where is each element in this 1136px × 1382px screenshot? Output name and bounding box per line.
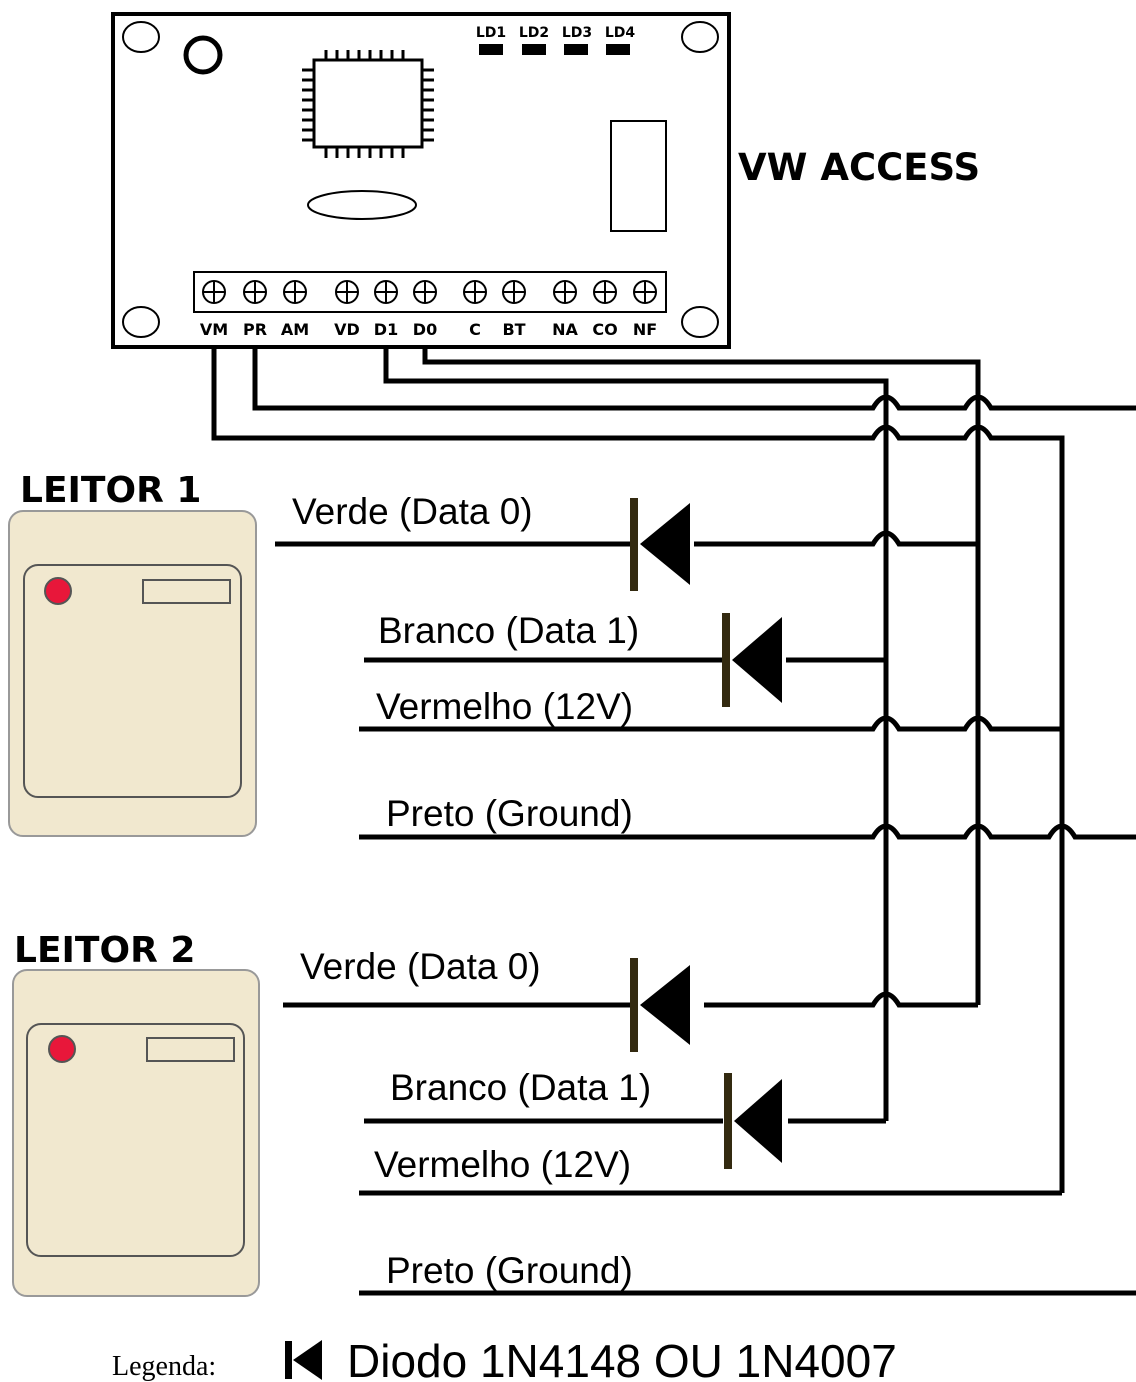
- wire-d0-bus: [422, 348, 981, 1005]
- led-indicator: [479, 44, 503, 55]
- mounting-hole: [122, 306, 160, 338]
- terminal-label: D0: [413, 320, 437, 339]
- reader-1: LEITOR 1: [8, 470, 257, 837]
- diode: [722, 613, 782, 707]
- microcontroller-chip: [302, 50, 434, 158]
- wire-label-white: Branco (Data 1): [378, 610, 639, 651]
- reader-led: [48, 1035, 76, 1063]
- wire-vm-12v: [211, 348, 1065, 1193]
- wire-label-green: Verde (Data 0): [300, 946, 541, 987]
- led-label: LD2: [519, 25, 549, 41]
- led-label: LD4: [605, 25, 636, 41]
- reader-face: [26, 1023, 245, 1257]
- reader-title: LEITOR 1: [20, 470, 201, 511]
- wire-pr-ground: [252, 348, 1136, 411]
- wire-label-white: Branco (Data 1): [390, 1067, 651, 1108]
- led-label: LD1: [476, 25, 506, 41]
- buzzer: [183, 35, 223, 75]
- wire-labels: Verde (Data 0) Branco (Data 1) Vermelho …: [292, 491, 651, 1291]
- diode: [724, 1073, 782, 1169]
- terminal-label: AM: [281, 320, 309, 339]
- wire-label-black: Preto (Ground): [386, 1250, 633, 1291]
- wire-r1-black: [359, 823, 1136, 840]
- mounting-hole: [681, 21, 719, 53]
- terminal-label: NF: [633, 320, 657, 339]
- diode: [630, 498, 690, 591]
- reader-body: [12, 969, 260, 1297]
- led-indicator: [606, 44, 630, 55]
- reader-window: [146, 1037, 235, 1062]
- terminal-label: CO: [592, 320, 617, 339]
- led-indicator: [564, 44, 588, 55]
- terminal-label: NA: [552, 320, 578, 339]
- terminal-label: BT: [502, 320, 525, 339]
- wire-label-red: Vermelho (12V): [376, 686, 633, 727]
- terminal-label: PR: [243, 320, 267, 339]
- crystal-oscillator: [307, 190, 417, 220]
- diode-icon: [285, 1340, 322, 1380]
- terminal-labels: VM PR AM VD D1 D0 C BT NA CO NF: [200, 320, 657, 339]
- wire-r2-green-diode: [704, 991, 978, 1008]
- reader-2: LEITOR 2: [12, 930, 260, 1297]
- diode: [630, 958, 690, 1052]
- wire-d1-bus: [383, 348, 889, 1121]
- mounting-hole: [681, 306, 719, 338]
- wire-label-green: Verde (Data 0): [292, 491, 533, 532]
- wiring: [211, 348, 1136, 1296]
- reader-window: [142, 579, 231, 604]
- controller-board: LD1 LD2 LD3 LD4 VM PR AM VD D1 D0 C BT N…: [111, 12, 731, 349]
- terminal-block: [193, 271, 667, 313]
- wire-r1-green-diode: [694, 530, 978, 547]
- terminal-label: VD: [334, 320, 360, 339]
- led-indicator: [522, 44, 546, 55]
- terminal-label: D1: [374, 320, 398, 339]
- wire-r1-red: [359, 715, 1062, 732]
- wire-label-black: Preto (Ground): [386, 793, 633, 834]
- legend-text: Diodo 1N4148 OU 1N4007: [347, 1335, 897, 1382]
- reader-body: [8, 510, 257, 837]
- terminal-label: VM: [200, 320, 228, 339]
- legend: Legenda: Diodo 1N4148 OU 1N4007: [112, 1335, 897, 1382]
- terminal-label: C: [469, 320, 481, 339]
- device-title: VW ACCESS: [738, 146, 980, 189]
- wire-label-red: Vermelho (12V): [374, 1144, 631, 1185]
- reader-face: [23, 564, 242, 798]
- reader-led: [44, 577, 72, 605]
- led-label: LD3: [562, 25, 592, 41]
- reader-title: LEITOR 2: [14, 930, 195, 971]
- led-block: LD1 LD2 LD3 LD4: [476, 25, 636, 55]
- mounting-hole: [122, 21, 160, 53]
- legend-label: Legenda:: [112, 1351, 216, 1382]
- relay: [610, 120, 667, 232]
